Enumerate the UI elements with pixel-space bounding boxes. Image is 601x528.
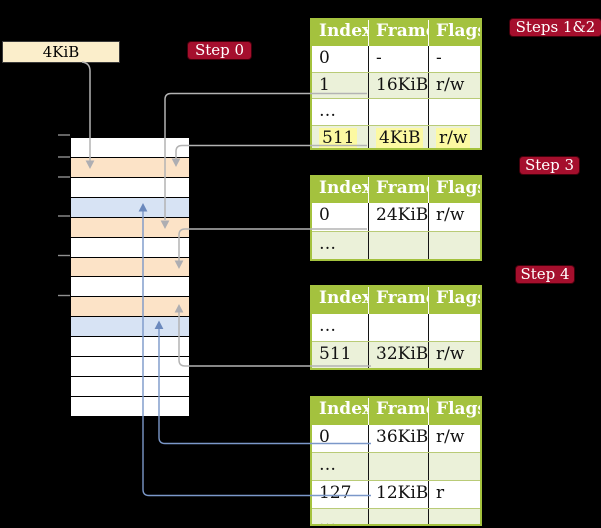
table-cell: 12KiB (368, 481, 428, 508)
table-header-row: IndexFrameFlags (312, 398, 480, 425)
memory-tick-marks (58, 134, 70, 297)
column-header: Flags (428, 398, 480, 425)
memory-frame-row-free (71, 177, 189, 198)
memory-frame-row-free (71, 237, 189, 258)
table-cell (368, 453, 428, 480)
badge-step-3: Step 3 (520, 157, 579, 174)
table-cell: 32KiB (368, 342, 428, 368)
column-header: Frame (368, 20, 428, 46)
table-cell: … (319, 455, 336, 475)
column-header: Index (319, 21, 368, 41)
page-table-step-3: IndexFrameFlags024KiBr/w… (310, 175, 482, 261)
table-cell: 4KiB (368, 125, 428, 148)
column-header: Flags (428, 20, 480, 46)
table-cell: 16KiB (368, 72, 428, 98)
column-header: Frame (368, 177, 428, 203)
memory-frame-row-free (71, 337, 189, 358)
table-cell: 0 (319, 205, 330, 225)
memory-frame-row-free (71, 277, 189, 298)
table-cell (428, 453, 480, 480)
table-cell (368, 232, 428, 259)
table-cell: - (368, 46, 428, 72)
highlighted-value: 4KiB (376, 127, 424, 148)
memory-frame-row-page (71, 197, 189, 218)
memory-frame-row-table (71, 257, 189, 278)
table-row: … (312, 452, 480, 480)
memory-frame-row-table (71, 297, 189, 318)
table-cell (428, 232, 480, 259)
column-header: Frame (368, 287, 428, 314)
table-row: 511 4KiB r/w (312, 124, 480, 149)
memory-frame-row-free (71, 357, 189, 378)
table-cell (368, 509, 428, 524)
table-cell: 36KiB (368, 425, 428, 452)
table-row: … (312, 508, 480, 526)
table-cell: r (428, 481, 480, 508)
table-header-row: IndexFrameFlags (312, 287, 480, 314)
column-header: Index (319, 288, 368, 308)
memory-frame-row-free (71, 377, 189, 397)
table-row: 0 -- (312, 46, 480, 72)
table-cell: … (319, 101, 336, 121)
table-cell: 0 (319, 427, 330, 447)
badge-step-4: Step 4 (516, 266, 574, 283)
table-cell: r/w (428, 342, 480, 368)
table-cell: r/w (428, 425, 480, 452)
table-cell: 511 (319, 344, 352, 364)
highlighted-value: r/w (436, 127, 471, 148)
badge-steps-1-2: Steps 1&2 (510, 19, 601, 36)
memory-frame-row-free (71, 396, 189, 416)
table-cell: 0 (319, 48, 330, 68)
table-row: … (312, 231, 480, 259)
table-cell: … (319, 511, 336, 526)
table-header-row: IndexFrameFlags (312, 20, 480, 46)
column-header: Flags (428, 177, 480, 203)
column-header: Flags (428, 287, 480, 314)
column-header: Index (319, 178, 368, 198)
memory-frame-row-table (71, 217, 189, 238)
memory-frame-row-table (71, 157, 189, 178)
memory-frame-row-free (71, 138, 189, 158)
highlighted-value: 511 (319, 127, 358, 148)
table-cell: - (428, 46, 480, 72)
page-table-final: IndexFrameFlags036KiBr/w…12712KiBr… (310, 396, 482, 526)
table-cell (428, 509, 480, 524)
column-header: Index (319, 399, 368, 419)
table-cell: … (319, 234, 336, 254)
table-cell: 511 (312, 126, 368, 149)
table-cell: 24KiB (368, 203, 428, 231)
frame-address-box: 4KiB (2, 41, 120, 63)
table-cell: 127 (319, 483, 352, 503)
table-cell: … (319, 316, 336, 336)
table-cell: r/w (428, 72, 480, 98)
physical-memory-stack (70, 137, 190, 417)
table-header-row: IndexFrameFlags (312, 177, 480, 203)
table-cell (368, 99, 428, 125)
table-row: … (312, 98, 480, 125)
table-cell (368, 314, 428, 341)
badge-step-0: Step 0 (188, 42, 251, 59)
table-cell: 1 (319, 74, 330, 95)
column-header: Frame (368, 398, 428, 425)
table-cell: r/w (428, 203, 480, 231)
table-cell (428, 99, 480, 125)
table-cell (428, 314, 480, 341)
table-cell: r/w (428, 125, 480, 148)
table-row: … (312, 314, 480, 341)
memory-frame-row-page (71, 317, 189, 338)
